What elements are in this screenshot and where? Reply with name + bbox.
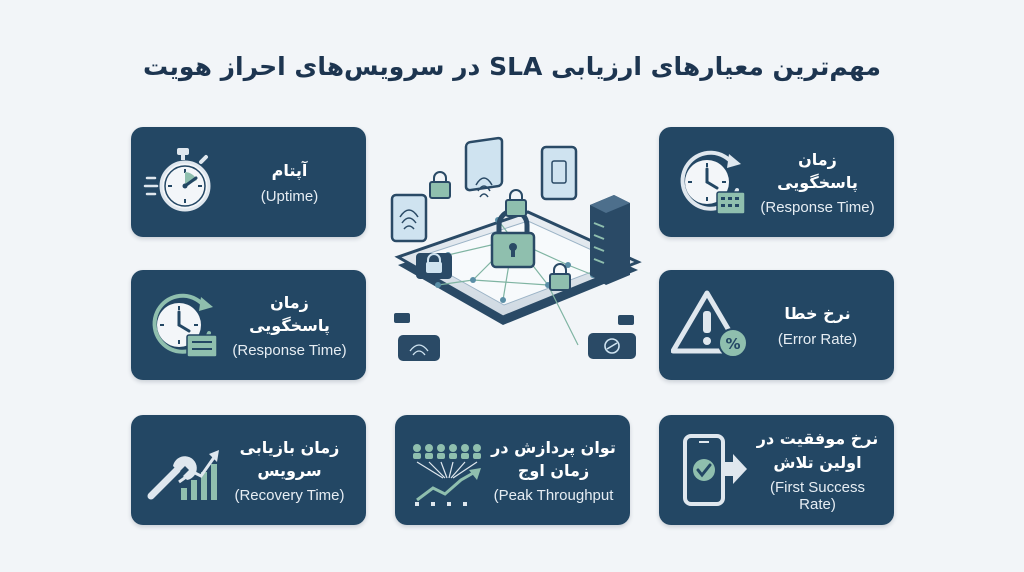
card-error-rate-title-en: (Error Rate) [777,330,858,348]
card-response-time-left: زمان پاسخگویی (Response Time) [131,270,366,380]
warning-percent-icon: % [671,290,748,358]
card-response-time-left-title-fa: زمان پاسخگویی [249,292,330,335]
wrench-chart-icon [147,450,219,500]
card-error-rate-title-fa: نرخ خطا [784,304,851,324]
card-recovery-time-title-fa: زمان بازیابی سرویس [239,437,340,480]
page-title: مهم‌ترین معیارهای ارزیابی SLA در سرویس‌ه… [143,52,881,81]
card-recovery-time: زمان بازیابی سرویس (Recovery Time) [131,415,366,525]
card-uptime-title-en: (Uptime) [260,187,319,205]
card-response-time-left-title-en: (Response Time) [232,342,347,360]
card-response-time-right-title-fa: زمان پاسخگویی [777,149,858,192]
card-error-rate: % نرخ خطا (Error Rate) [659,270,894,380]
card-uptime-title-fa: آپتام [271,161,308,181]
phone-check-icon [683,434,747,506]
card-uptime: آپتام (Uptime) [131,127,366,237]
people-trend-icon [413,444,481,506]
svg-text:%: % [725,335,740,353]
card-recovery-time-title-en: (Recovery Time) [234,487,345,505]
card-response-time-right: زمان پاسخگویی (Response Time) [659,127,894,237]
clock-server-icon [152,293,218,358]
card-first-success-rate: نرخ موفقیت در اولین تلاش (First Success … [659,415,894,525]
clock-server-icon [680,150,746,215]
card-peak-throughput: توان پردازش در زمان اوج (Peak Throughput [395,415,630,525]
card-first-success-rate-title-fa: نرخ موفقیت در اولین تلاش [756,429,879,472]
card-peak-throughput-title-en: (Peak Throughput [493,487,614,505]
stopwatch-icon [143,148,211,212]
card-response-time-right-title-en: (Response Time) [760,199,875,217]
security-platform-illustration [390,136,642,361]
card-peak-throughput-title-fa: توان پردازش در زمان اوج [491,437,616,480]
card-first-success-rate-title-en: (First Success Rate) [769,478,865,513]
